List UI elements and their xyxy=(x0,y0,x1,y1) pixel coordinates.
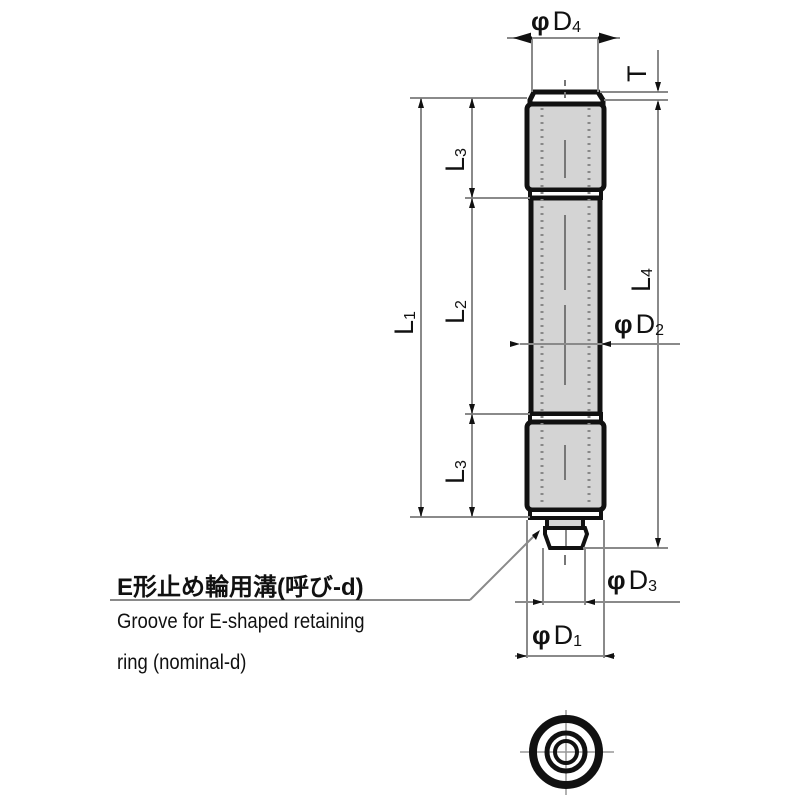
dim-label-L3-top: L3 xyxy=(440,148,470,172)
dim-label-T: T xyxy=(622,65,652,83)
groove-note-english-line2: ring (nominal-d) xyxy=(117,651,247,674)
dimension-lines xyxy=(110,32,680,658)
dimension-arrows xyxy=(418,82,661,659)
dim-label-L4: L4 xyxy=(626,268,656,292)
phi-symbol: φ xyxy=(531,6,550,36)
dim-label-L3-bottom: L3 xyxy=(440,460,470,484)
groove-note-english-line1: Groove for E-shaped retaining xyxy=(117,610,365,633)
shaft-body xyxy=(524,80,607,565)
groove-note-japanese: E形止め輪用溝(呼び-d) xyxy=(117,574,364,601)
dim-label-L2: L2 xyxy=(440,300,470,324)
end-view xyxy=(520,710,614,795)
dim-label-L1: L1 xyxy=(389,311,419,335)
